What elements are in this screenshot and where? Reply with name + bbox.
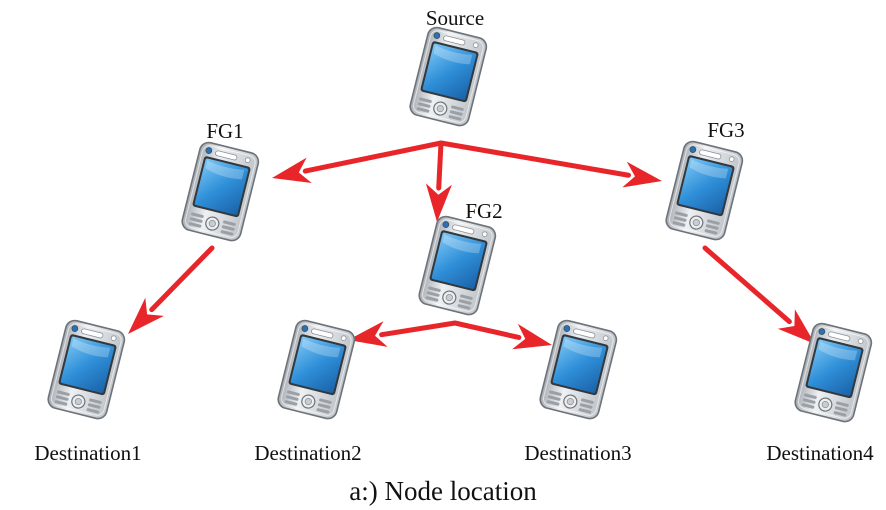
pda-device-icon [537, 317, 620, 422]
arrow-shaft [436, 140, 444, 191]
node-label-dest3: Destination3 [524, 441, 631, 465]
devices-layer [45, 24, 875, 425]
arrow-shaft [302, 140, 444, 174]
arrow-head [512, 323, 552, 350]
arrow-shaft [149, 245, 215, 313]
pda-device-icon [663, 138, 746, 243]
node-label-source: Source [426, 6, 484, 30]
arrow-source-fg2 [425, 140, 452, 222]
arrow-shaft [379, 320, 458, 338]
arrow-shaft [452, 320, 522, 340]
node-label-dest2: Destination2 [254, 441, 361, 465]
arrow-head [128, 297, 164, 334]
pda-device-icon [416, 213, 499, 318]
edges-layer [128, 140, 815, 350]
arrow-fg2-dest3 [452, 320, 552, 350]
arrow-head [622, 161, 662, 188]
arrow-fg1-dest1 [128, 245, 215, 334]
arrow-source-fg3 [438, 140, 662, 188]
node-label-dest4: Destination4 [766, 441, 874, 465]
node-label-dest1: Destination1 [34, 441, 141, 465]
arrow-shaft [702, 245, 792, 325]
arrow-fg3-dest4 [702, 245, 815, 344]
arrow-head [348, 321, 388, 347]
arrow-head [272, 157, 312, 183]
node-label-fg1: FG1 [206, 119, 243, 143]
node-label-fg3: FG3 [707, 118, 744, 142]
arrow-head [425, 183, 452, 222]
pda-device-icon [275, 317, 358, 422]
node-label-fg2: FG2 [465, 199, 502, 223]
arrow-shaft [438, 140, 631, 178]
arrow-source-fg1 [272, 140, 444, 183]
figure-caption: a:) Node location [349, 476, 537, 506]
arrow-head [777, 309, 815, 344]
pda-device-icon [179, 139, 262, 244]
pda-device-icon [45, 317, 128, 422]
arrow-fg2-dest2 [348, 320, 458, 347]
pda-device-icon [407, 24, 490, 129]
